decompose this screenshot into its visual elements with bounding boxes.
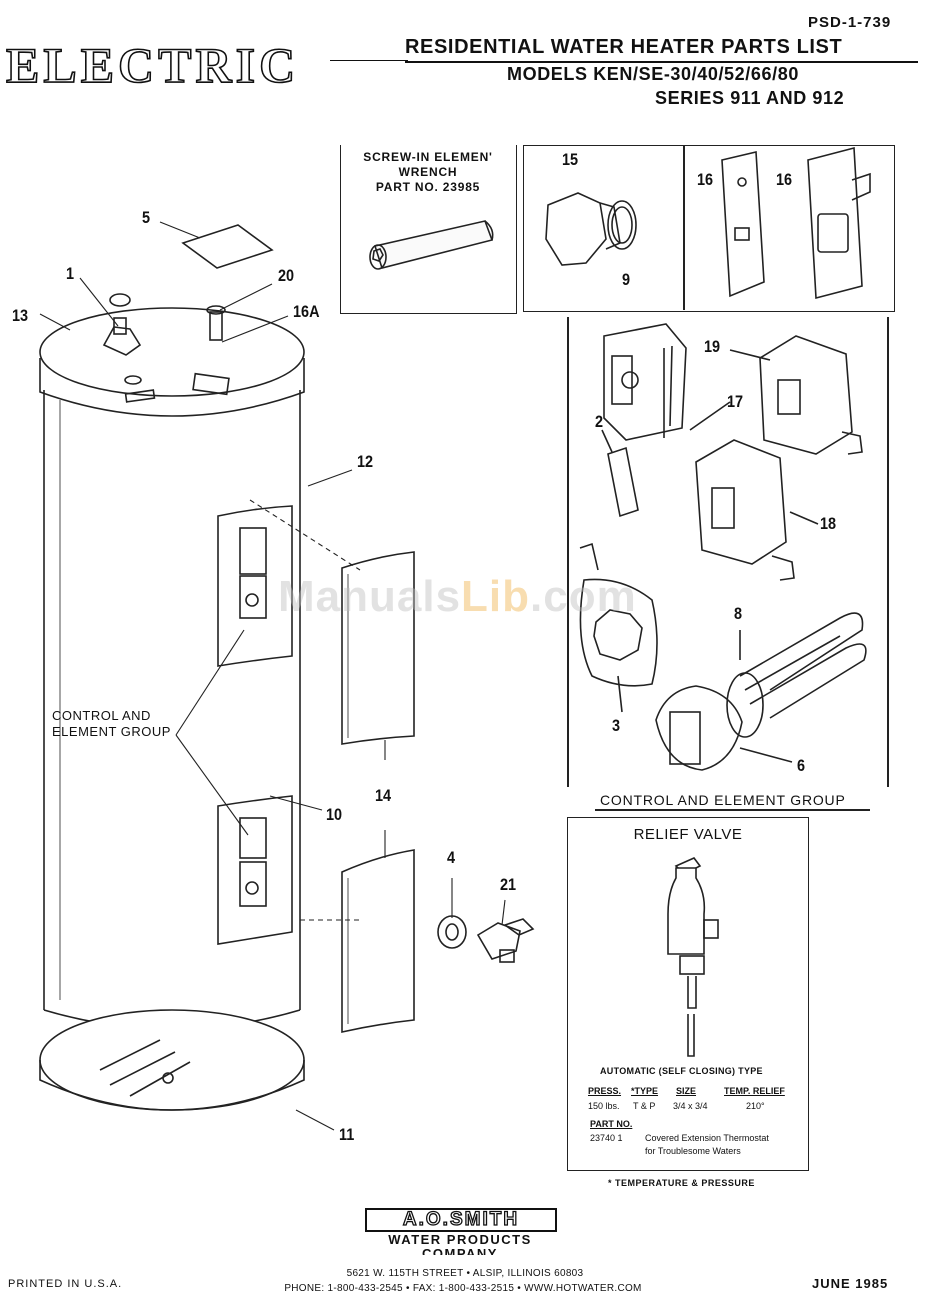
- part-number-21: 21: [500, 875, 517, 894]
- water-heater-tank-drawing: [39, 224, 535, 1111]
- watermark-part2: Lib: [461, 572, 531, 621]
- part-number-3: 3: [612, 716, 621, 735]
- relief-valve-title: RELIEF VALVE: [633, 826, 743, 843]
- bracket-3-drawing: [579, 542, 658, 713]
- part-number-4: 4: [447, 848, 456, 867]
- rv-part-desc-line1: Covered Extension Thermostat: [645, 1133, 769, 1143]
- part-number-14: 14: [375, 786, 392, 805]
- rv-header-type: *TYPE: [631, 1086, 659, 1096]
- wrench-drawing: [369, 220, 494, 270]
- part-number-1: 1: [66, 264, 75, 283]
- company-address: 5621 W. 115TH STREET • ALSIP, ILLINOIS 6…: [346, 1268, 584, 1279]
- part-number-11: 11: [339, 1125, 355, 1144]
- brand-title: ELECTRIC: [5, 36, 300, 94]
- part-number-18: 18: [820, 514, 837, 533]
- rv-part-desc-line2: for Troublesome Waters: [645, 1146, 741, 1156]
- company-name-line1: WATER PRODUCTS: [388, 1232, 532, 1247]
- clip-2-drawing: [601, 429, 639, 518]
- rv-value-press: 150 lbs.: [588, 1101, 620, 1111]
- relief-valve-type: AUTOMATIC (SELF CLOSING) TYPE: [600, 1066, 763, 1076]
- thermostat-17-drawing: [603, 323, 731, 441]
- wrench-caption: SCREW-IN ELEMEN' WRENCH PART NO. 23985: [348, 150, 508, 195]
- part-number-10: 10: [326, 805, 343, 824]
- company-logo-frame: [365, 1208, 557, 1232]
- part-number-16-right: 16: [776, 170, 793, 189]
- document-code: PSD-1-739: [808, 14, 892, 31]
- watermark: ManualsLib.com: [278, 572, 637, 622]
- rv-header-press: PRESS.: [588, 1086, 622, 1096]
- part-number-12: 12: [357, 452, 374, 471]
- thermostat-18-drawing: [695, 439, 819, 581]
- part-number-8: 8: [734, 604, 743, 623]
- control-group-label-line2: ELEMENT GROUP: [52, 724, 171, 739]
- part-number-17: 17: [727, 392, 744, 411]
- wrench-box: [340, 145, 517, 314]
- company-logo: A.O.SMITH: [402, 1208, 520, 1230]
- group-right-rule: [887, 317, 889, 787]
- leader-lines: [39, 221, 506, 1131]
- parts-box-top: [523, 145, 895, 312]
- title-rule: [405, 61, 918, 63]
- company-name-line2: COMPANY: [422, 1246, 498, 1255]
- part-number-16-left: 16: [697, 170, 714, 189]
- plug-15-drawing: [545, 192, 637, 266]
- rv-value-temp: 210°: [746, 1101, 765, 1111]
- part-number-5: 5: [142, 208, 151, 227]
- publication-date: JUNE 1985: [812, 1276, 889, 1291]
- relief-valve-drawing: [667, 857, 719, 1057]
- part-number-16A: 16A: [293, 302, 320, 321]
- part-number-19: 19: [704, 337, 721, 356]
- wrench-caption-line1: SCREW-IN ELEMEN': [363, 150, 493, 164]
- relief-valve-footnote: * TEMPERATURE & PRESSURE: [608, 1178, 755, 1188]
- rv-header-size: SIZE: [676, 1086, 697, 1096]
- rv-part-no-header: PART NO.: [590, 1119, 633, 1129]
- title-rule-short: [330, 60, 408, 61]
- rv-header-temp: TEMP. RELIEF: [724, 1086, 785, 1096]
- printed-in: PRINTED IN U.S.A.: [8, 1278, 123, 1290]
- page-title: RESIDENTIAL WATER HEATER PARTS LIST: [405, 36, 843, 58]
- parts-box-divider: [683, 145, 685, 310]
- watermark-part1: Manuals: [278, 572, 462, 621]
- thermostat-19-drawing: [729, 335, 863, 455]
- group-bottom-rule: [595, 809, 870, 811]
- control-element-group-caption: CONTROL AND ELEMENT GROUP: [600, 792, 846, 808]
- watermark-part3: .com: [530, 572, 637, 621]
- part-number-2: 2: [595, 412, 604, 431]
- rv-part-no: 23740 1: [590, 1133, 623, 1143]
- models-line: MODELS KEN/SE-30/40/52/66/80: [507, 64, 799, 84]
- part-number-13: 13: [12, 306, 29, 325]
- wrench-caption-line2: WRENCH: [398, 165, 458, 179]
- cover-16-drawing: [721, 146, 871, 300]
- part-number-6: 6: [797, 756, 806, 775]
- series-line: SERIES 911 AND 912: [655, 88, 845, 108]
- part-number-9: 9: [622, 270, 631, 289]
- control-group-label-line1: CONTROL AND: [52, 708, 151, 723]
- company-phone: PHONE: 1-800-433-2545 • FAX: 1-800-433-2…: [284, 1283, 642, 1294]
- group-left-rule: [567, 317, 569, 787]
- wrench-caption-line3: PART NO. 23985: [375, 180, 481, 194]
- rv-value-size: 3/4 x 3/4: [673, 1101, 708, 1111]
- element-6-drawing: [655, 612, 867, 771]
- part-number-20: 20: [278, 266, 295, 285]
- relief-valve-box: [567, 817, 809, 1171]
- rv-value-type: T & P: [633, 1101, 656, 1111]
- part-number-15: 15: [562, 150, 579, 169]
